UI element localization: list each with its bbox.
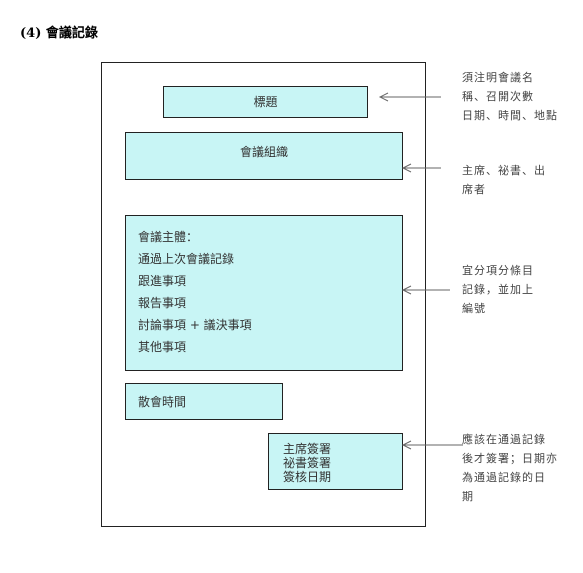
note-org-line: 席者 — [462, 183, 486, 196]
section-title: (4) 會議記錄 — [20, 26, 98, 41]
signatures-box: 主席簽署 祕書簽署 簽核日期 — [268, 433, 403, 490]
note-body-line: 編號 — [462, 302, 486, 315]
sign-line-chair: 主席簽署 — [283, 442, 332, 456]
body-arrow-head-icon — [401, 285, 412, 295]
adjournment-time-label: 散會時間 — [138, 394, 187, 409]
note-body-format: 宜分項分條目 記錄，並加上 編號 — [462, 261, 534, 318]
meeting-body-box: 會議主體： 通過上次會議記錄 跟進事項 報告事項 討論事項 + 議決事項 其他事… — [125, 215, 403, 371]
body-line-discussion-resolutions: 討論事項 + 議決事項 — [138, 318, 252, 332]
body-line-heading: 會議主體： — [138, 230, 199, 244]
organization-box-label: 會議組織 — [239, 145, 288, 159]
sign-line-date: 簽核日期 — [283, 470, 332, 484]
sign-line-secretary: 祕書簽署 — [283, 456, 332, 470]
title-box-label: 標題 — [253, 95, 278, 109]
note-sign-line: 為通過記錄的日 — [462, 471, 546, 484]
minutes-page-frame — [101, 62, 426, 527]
note-title-line: 稱、召開次數 — [462, 90, 534, 103]
note-org-line: 主席、祕書、出 — [462, 164, 546, 177]
title-arrow-head-icon — [378, 92, 389, 102]
note-title-line: 日期、時間、地點 — [462, 109, 558, 122]
org-arrow-head-icon — [401, 163, 412, 173]
note-title-requirements: 須注明會議名 稱、召開次數 日期、時間、地點 — [462, 68, 558, 125]
sign-arrow-head-icon — [401, 440, 412, 450]
body-line-confirm-minutes: 通過上次會議記錄 — [138, 252, 235, 266]
adjournment-time-box: 散會時間 — [125, 383, 283, 420]
note-title-line: 須注明會議名 — [462, 71, 534, 84]
title-box: 標題 — [163, 86, 368, 118]
note-organization-members: 主席、祕書、出 席者 — [462, 161, 546, 199]
note-sign-line: 期 — [462, 490, 474, 503]
organization-box: 會議組織 — [125, 132, 403, 180]
note-sign-line: 後才簽署；日期亦 — [462, 452, 558, 465]
body-line-other-matters: 其他事項 — [138, 340, 187, 354]
note-body-line: 宜分項分條目 — [462, 264, 534, 277]
note-signature-timing: 應該在通過記錄 後才簽署；日期亦 為通過記錄的日 期 — [462, 430, 558, 506]
body-line-reports: 報告事項 — [138, 296, 187, 310]
body-line-follow-up: 跟進事項 — [138, 274, 187, 288]
note-sign-line: 應該在通過記錄 — [462, 433, 546, 446]
note-body-line: 記錄，並加上 — [462, 283, 534, 296]
